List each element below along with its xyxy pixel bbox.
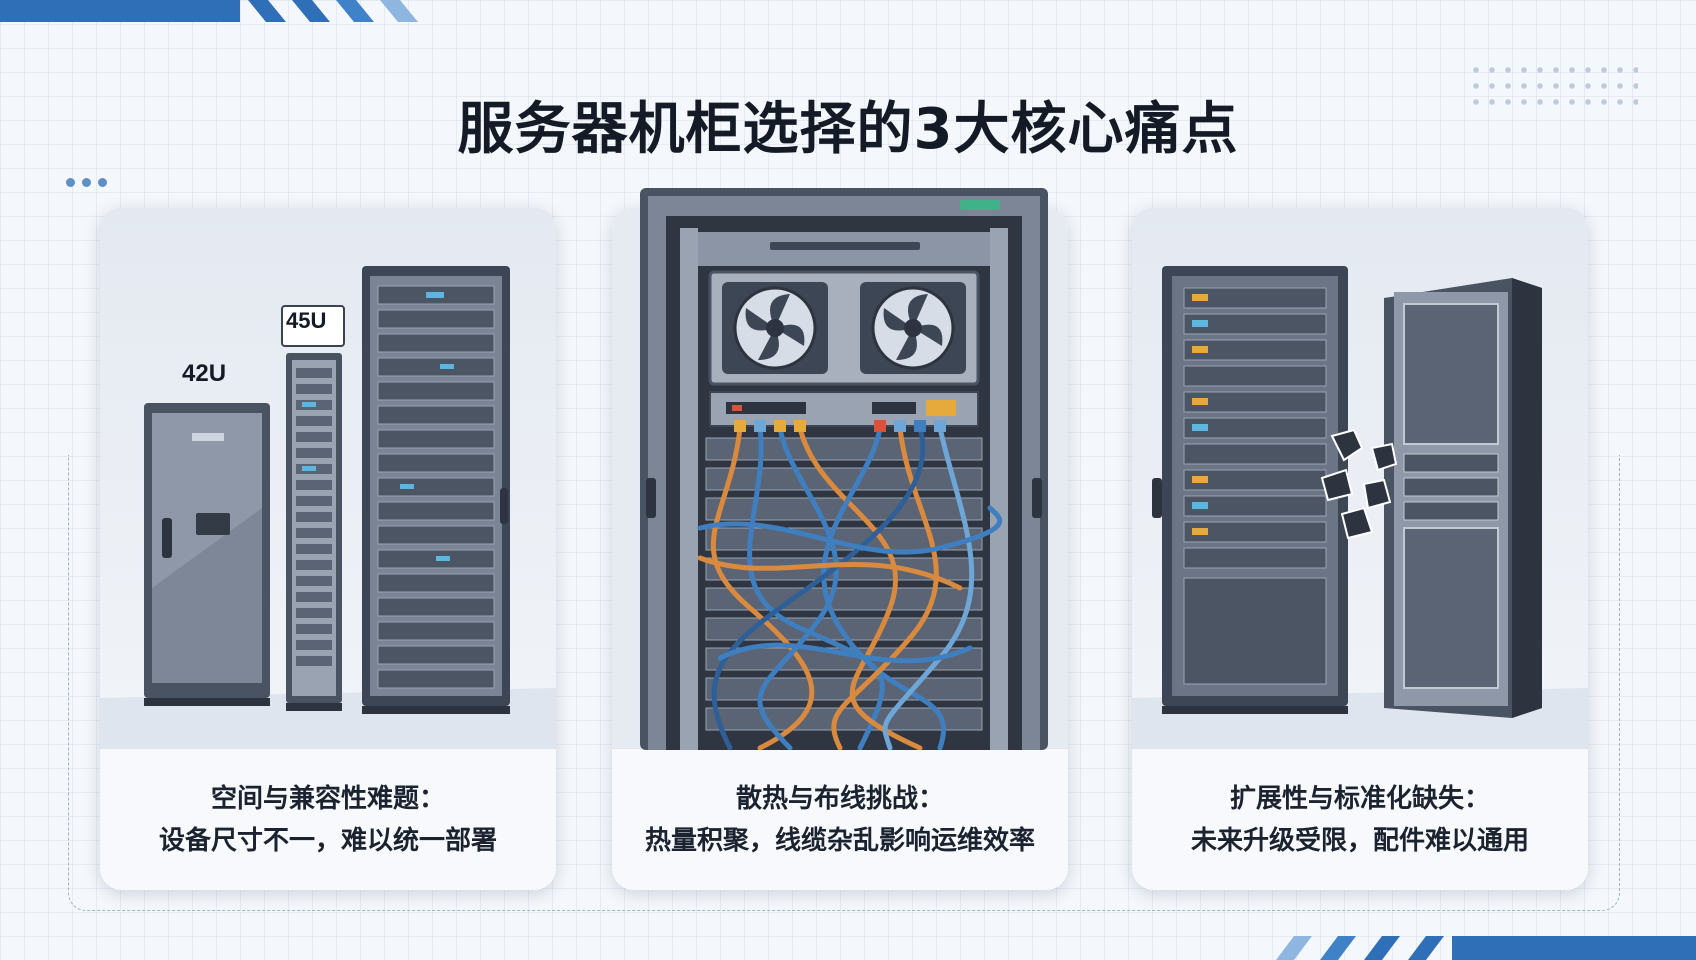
card-caption: 空间与兼容性难题： 设备尺寸不一，难以统一部署 <box>100 748 556 890</box>
caption-description: 未来升级受限，配件难以通用 <box>1190 825 1529 856</box>
pain-point-card-scalability: 扩展性与标准化缺失： 未来升级受限，配件难以通用 <box>1132 208 1588 890</box>
pain-point-card-space: 42U 45U 空间与兼容性难题： 设备尺寸不一，难以统一部署 <box>100 208 556 890</box>
incompatible-racks-illustration <box>1132 208 1588 748</box>
dot-grid-decoration <box>1468 62 1638 112</box>
caption-description: 设备尺寸不一，难以统一部署 <box>158 825 497 856</box>
messy-cabling-rack-illustration <box>640 188 1048 750</box>
dashed-frame-decoration <box>68 455 1620 911</box>
caption-description: 热量积聚，线缆杂乱影响运维效率 <box>644 825 1035 856</box>
caption-heading: 空间与兼容性难题： <box>210 783 445 814</box>
card-caption: 散热与布线挑战： 热量积聚，线缆杂乱影响运维效率 <box>612 748 1068 890</box>
dots-decoration <box>66 172 114 191</box>
card-caption: 扩展性与标准化缺失： 未来升级受限，配件难以通用 <box>1132 748 1588 890</box>
rack-label-45u: 45U <box>286 308 327 333</box>
rack-label-42u: 42U <box>182 360 227 387</box>
caption-heading: 扩展性与标准化缺失： <box>1229 783 1490 814</box>
corner-stripes-decoration <box>0 0 418 22</box>
rack-size-comparison-illustration <box>100 208 556 748</box>
corner-stripes-decoration-bottom <box>1276 936 1696 960</box>
page-title: 服务器机柜选择的3大核心痛点 <box>457 97 1239 162</box>
caption-heading: 散热与布线挑战： <box>735 783 944 814</box>
